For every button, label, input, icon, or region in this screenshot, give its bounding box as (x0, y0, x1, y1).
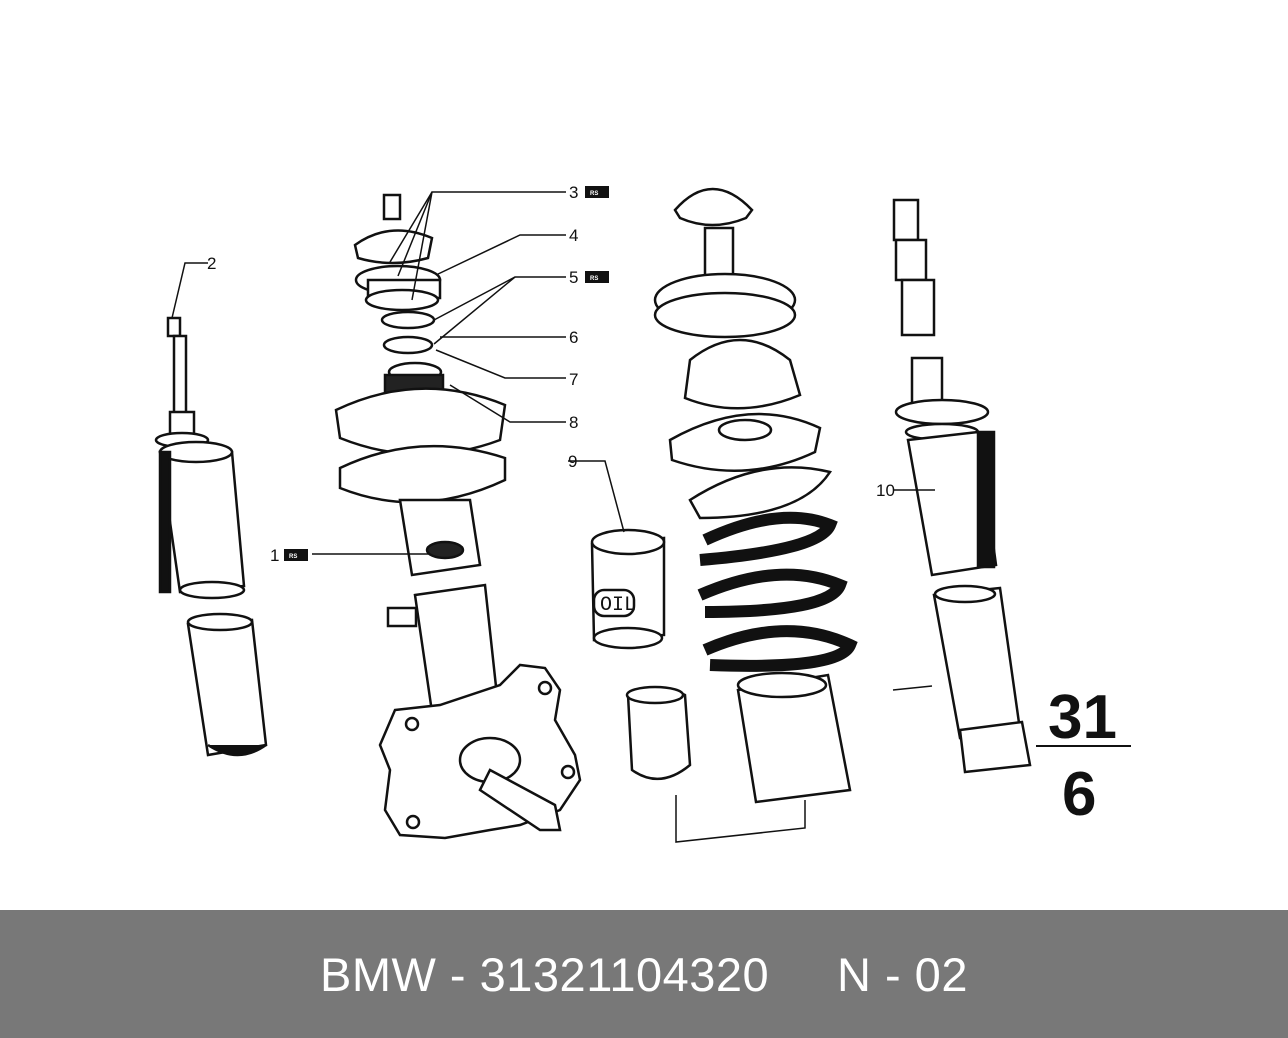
callout-8: 8 (569, 413, 578, 432)
callout-10: 10 (876, 481, 895, 500)
caption-bar: BMW - 31321104320 N - 02 (0, 910, 1288, 1038)
spring-and-mount-assembly (653, 187, 833, 520)
coil-spring (697, 511, 858, 672)
group-main: 31 (1048, 683, 1117, 752)
callout-7: 7 (569, 370, 578, 389)
callout-2: 2 (207, 254, 216, 273)
group-sub: 6 (1062, 760, 1096, 829)
callout-5: 5 (569, 268, 578, 287)
rs-badge-3-text: RS (590, 191, 598, 197)
rs-badge-5-text: RS (590, 276, 598, 282)
rs-badge-3 (585, 186, 609, 198)
callout-leaders (171, 191, 935, 555)
caption-text: BMW - 31321104320 N - 02 (320, 947, 968, 1001)
callout-3: 3 (569, 183, 578, 202)
bracket-line (675, 795, 806, 843)
rs-badge-1-text: RS (289, 554, 297, 560)
shock-insert-part-10 (892, 198, 1032, 774)
dash-line-right (892, 685, 933, 691)
callout-labels: 1 RS 2 3 RS 4 5 RS 6 7 8 9 10 (207, 183, 895, 565)
rs-badge-5 (585, 271, 609, 283)
oil-can-label: OIL (600, 594, 636, 617)
callout-6: 6 (569, 328, 578, 347)
dust-tube (736, 671, 852, 804)
parts-diagram: OIL (154, 183, 1131, 843)
group-number: 31 6 (1036, 683, 1131, 829)
bump-stop (625, 685, 692, 781)
strut-assembly (334, 193, 507, 714)
shock-absorber-part-2 (154, 316, 268, 757)
callout-9: 9 (568, 452, 577, 471)
stub-axle-hub (378, 663, 582, 840)
rs-badge-1 (284, 549, 308, 561)
callout-4: 4 (569, 226, 578, 245)
oil-can-part-9 (590, 528, 666, 650)
callout-1: 1 (270, 546, 279, 565)
